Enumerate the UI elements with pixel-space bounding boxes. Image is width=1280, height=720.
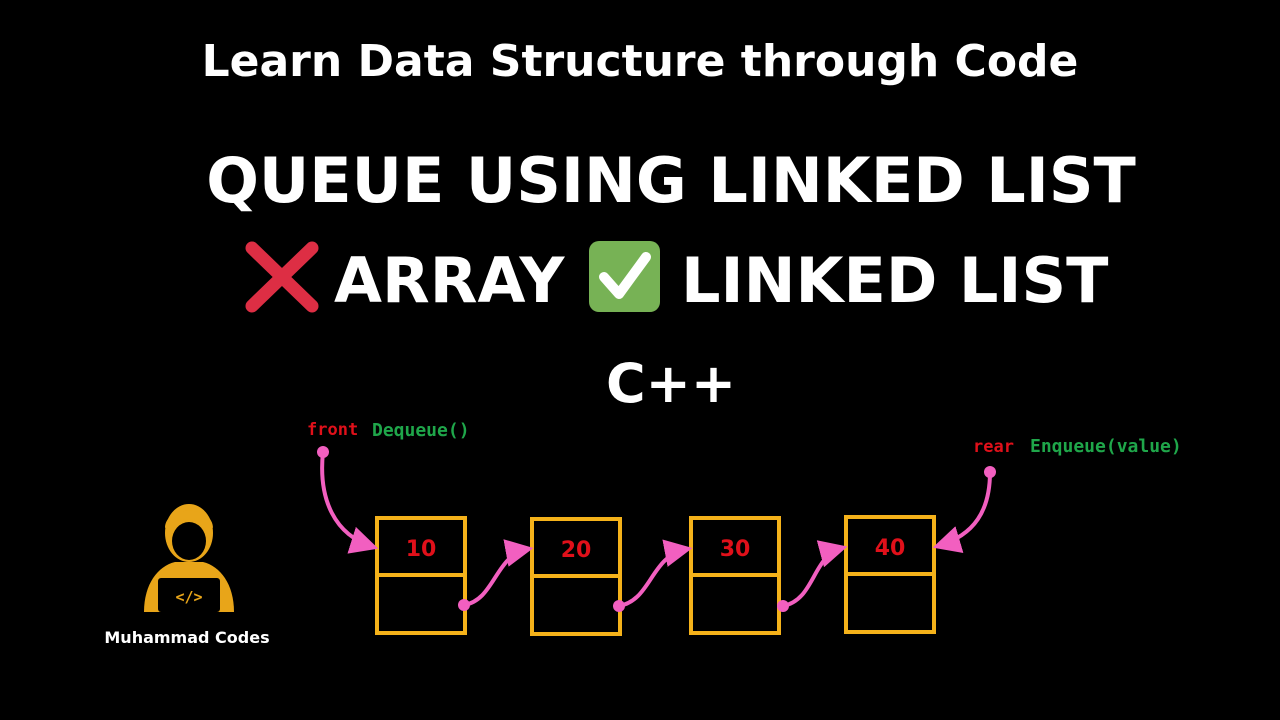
rear-pointer-arrow (932, 466, 996, 554)
front-label: front (307, 420, 358, 440)
subtitle-text: Learn Data Structure through Code (202, 36, 1079, 87)
node-value: 10 (406, 537, 437, 562)
language-label: C++ (606, 352, 736, 415)
main-title: QUEUE USING LINKED LIST (206, 144, 1136, 217)
front-pointer-arrow (317, 446, 379, 554)
node-value: 40 (875, 536, 906, 561)
linked-list-label: LINKED LIST (681, 244, 1108, 317)
node-3: 30 (689, 516, 781, 635)
cross-mark-icon (245, 241, 319, 313)
queue-nodes: 10 20 30 40 (375, 515, 936, 636)
developer-avatar-icon: </> (144, 504, 234, 612)
next-link-3 (777, 540, 848, 612)
check-mark-icon (589, 241, 660, 312)
next-link-1 (458, 539, 534, 611)
node-2: 20 (530, 517, 622, 636)
enqueue-label: Enqueue(value) (1030, 436, 1182, 457)
node-value: 20 (561, 538, 592, 563)
array-label: ARRAY (334, 244, 566, 317)
channel-name: Muhammad Codes (104, 628, 269, 647)
rear-label: rear (973, 437, 1014, 457)
node-1: 10 (375, 516, 467, 635)
svg-text:</>: </> (175, 588, 202, 606)
node-4: 40 (844, 515, 936, 634)
dequeue-label: Dequeue() (372, 420, 470, 441)
next-link-2 (613, 539, 693, 612)
node-value: 30 (720, 537, 751, 562)
